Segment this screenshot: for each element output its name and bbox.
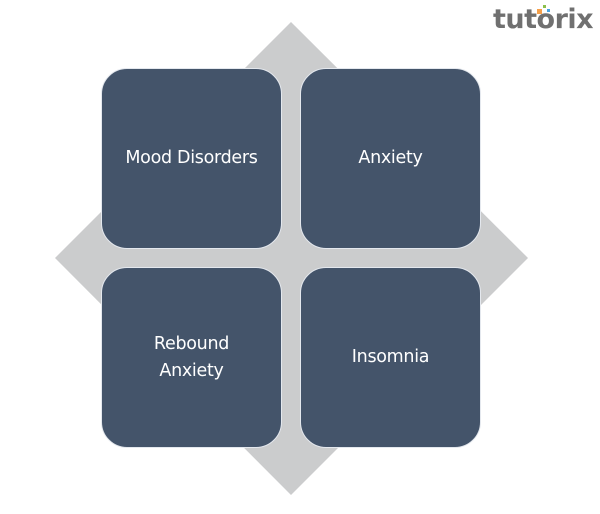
quadrant-mood-disorders: Mood Disorders [101,68,282,249]
quadrant-label: Anxiety [358,148,423,168]
logo-dots-icon [537,5,550,14]
tutorix-logo: tutorix [493,4,594,35]
logo-text: tutorix [493,4,594,35]
quadrant-insomnia: Insomnia [300,267,481,448]
quadrant-anxiety: Anxiety [300,68,481,249]
quadrant-rebound-anxiety: Rebound Anxiety [101,267,282,448]
quadrant-label: Insomnia [351,347,430,367]
quadrant-label: Mood Disorders [125,148,258,168]
quadrant-label: Rebound Anxiety [153,333,230,381]
